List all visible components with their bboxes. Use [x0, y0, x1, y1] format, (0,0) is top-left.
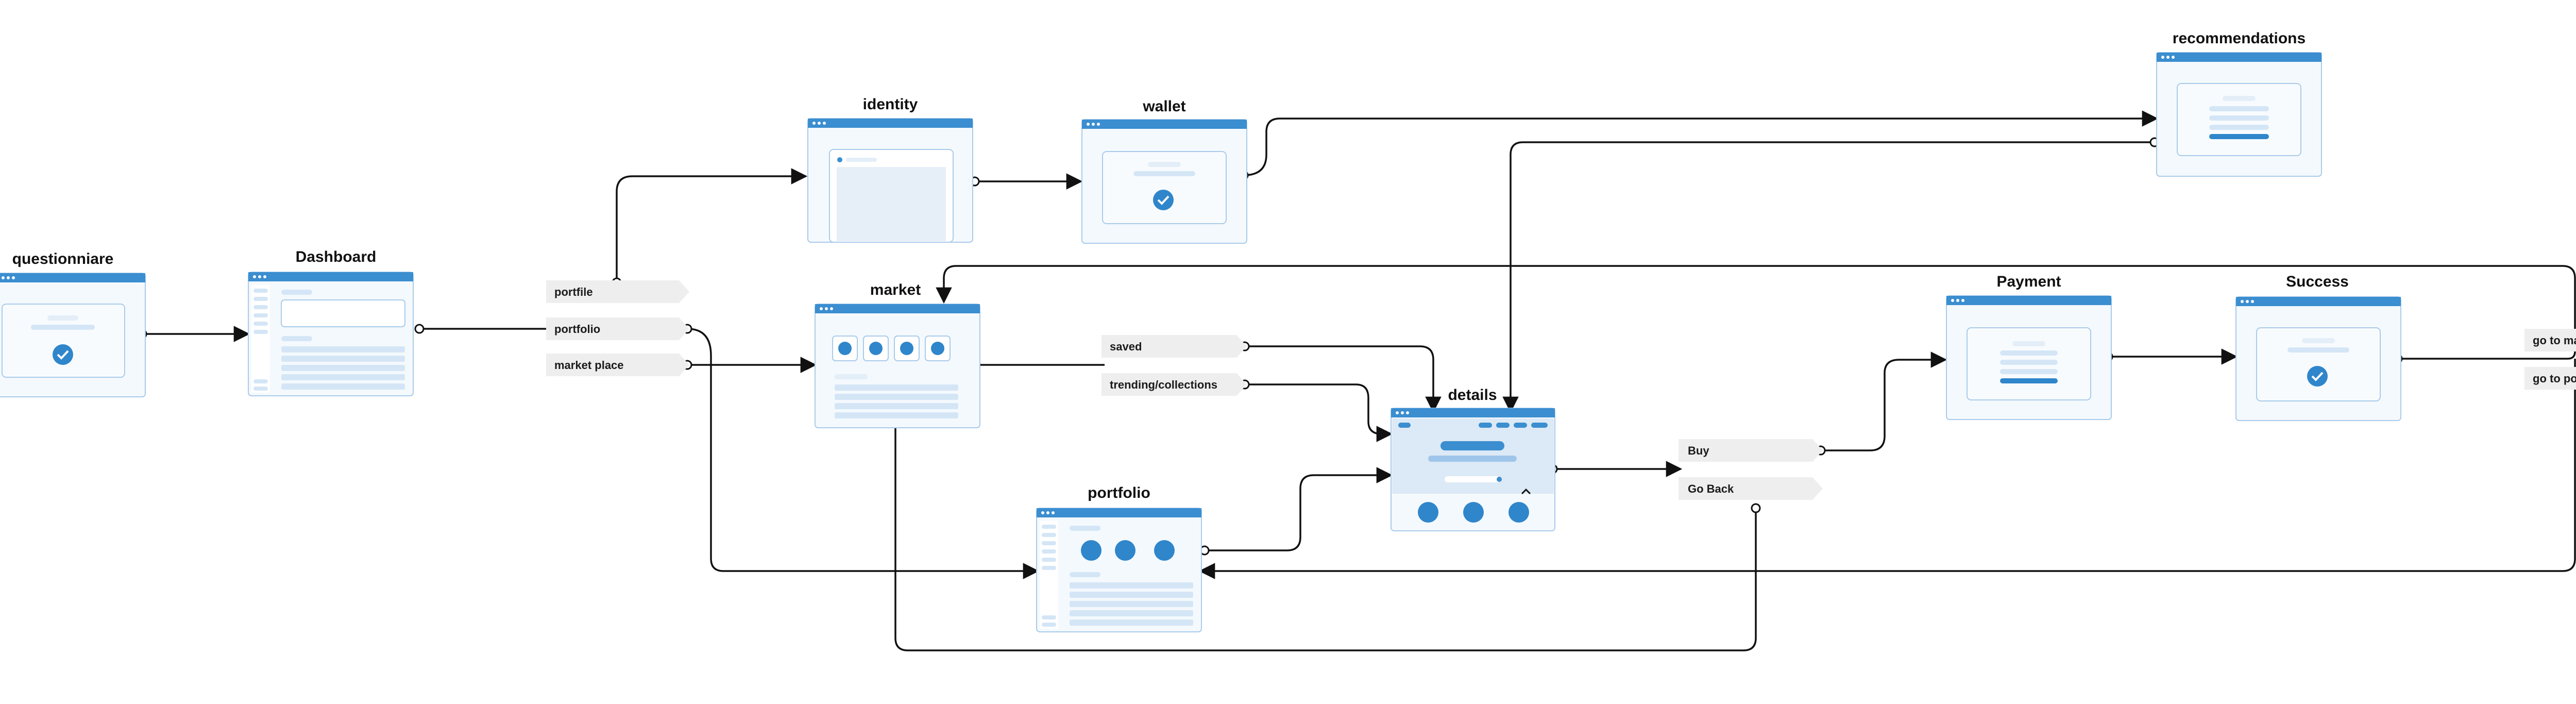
- chevron-up-icon: [1521, 488, 1531, 495]
- screen-title-questionnaire: questionniare: [12, 250, 114, 267]
- screen-payment[interactable]: Payment: [1946, 273, 2112, 420]
- screen-market[interactable]: market: [815, 281, 980, 428]
- screen-dashboard[interactable]: Dashboard: [248, 248, 414, 396]
- screen-identity[interactable]: identity: [807, 96, 973, 243]
- connector-wallet-recommendations: [1243, 110, 2159, 176]
- connector-goback-market: [894, 428, 1757, 651]
- action-pill-buy[interactable]: Buy: [1679, 439, 1823, 462]
- screen-title-recommendations: recommendations: [2173, 30, 2306, 47]
- screen-title-portfolio: portfolio: [1088, 484, 1150, 501]
- screen-portfolio[interactable]: portfolio: [1036, 484, 1202, 632]
- screen-questionnaire[interactable]: questionniare: [0, 250, 146, 397]
- action-label-saved: saved: [1110, 340, 1142, 353]
- connector-recommendations-details: [1502, 141, 2155, 413]
- screen-title-payment: Payment: [1996, 273, 2061, 290]
- action-label-portfolio: portfolio: [554, 323, 600, 336]
- action-pill-portfolio[interactable]: portfolio: [546, 317, 689, 340]
- action-label-go-to-portfolio: go to portfolio: [2533, 372, 2576, 385]
- action-label-portfile: portfile: [554, 286, 593, 298]
- screen-details[interactable]: details: [1391, 387, 1555, 531]
- connector-portfolio-details: [1205, 467, 1393, 551]
- screen-success[interactable]: Success: [2235, 273, 2401, 421]
- action-label-trending-collections: trending/collections: [1110, 378, 1217, 391]
- action-pill-go-to-market[interactable]: go to market: [2524, 329, 2576, 351]
- action-pill-saved[interactable]: saved: [1101, 335, 1247, 358]
- screen-wallet[interactable]: wallet: [1081, 98, 1247, 244]
- connector-portfolio-action-portfolio-screen: [687, 328, 1040, 579]
- action-pill-trending-collections[interactable]: trending/collections: [1101, 373, 1247, 396]
- screen-title-details: details: [1448, 387, 1497, 404]
- connector-gotomarket-details: [936, 265, 2576, 360]
- action-label-buy: Buy: [1688, 444, 1709, 457]
- action-pill-market-place[interactable]: market place: [546, 354, 689, 376]
- screen-title-market: market: [870, 281, 921, 298]
- connector-trending-details: [1245, 383, 1393, 442]
- connectors: [142, 110, 2576, 651]
- connector-saved-details: [1245, 345, 1442, 413]
- action-label-go-to-market: go to market: [2533, 334, 2576, 347]
- check-icon: [53, 344, 73, 365]
- screen-title-wallet: wallet: [1142, 98, 1185, 115]
- connector-gotoportfolio-portfolio: [1198, 359, 2576, 579]
- action-label-go-back: Go Back: [1688, 482, 1734, 495]
- action-pill-go-to-portfolio[interactable]: go to portfolio: [2524, 367, 2576, 390]
- connector-buy-payment: [1821, 351, 1947, 451]
- screen-title-success: Success: [2286, 273, 2349, 290]
- action-label-market-place: market place: [554, 359, 624, 372]
- action-pill-go-back[interactable]: Go Back: [1679, 477, 1823, 500]
- screen-recommendations[interactable]: recommendations: [2156, 30, 2322, 177]
- action-pill-portfile[interactable]: portfile: [546, 280, 689, 303]
- check-icon: [1153, 190, 1174, 210]
- check-icon: [2307, 366, 2328, 387]
- screen-title-dashboard: Dashboard: [296, 248, 377, 265]
- connector-portfile-identity: [616, 168, 808, 282]
- screen-title-identity: identity: [863, 96, 918, 113]
